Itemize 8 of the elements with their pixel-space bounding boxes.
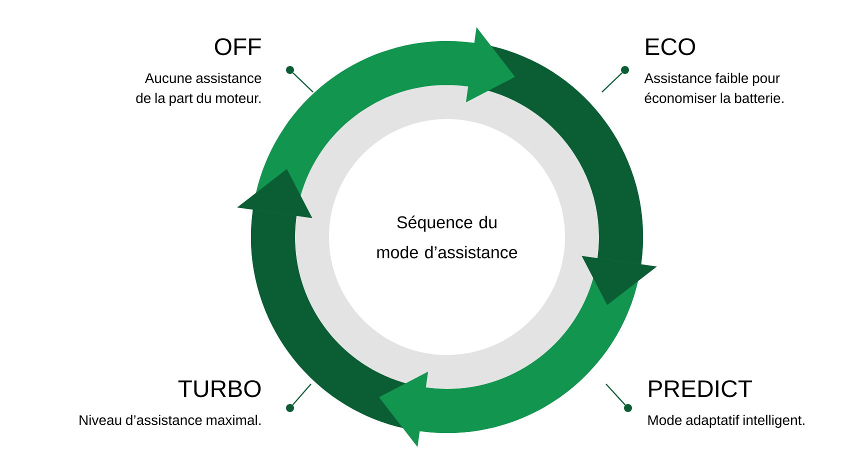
mode-label: ECO Assistance faible pour économiser la batterie. [644,38,784,104]
leader-line [606,384,626,406]
mode-label: TURBO Niveau d’assistance maximal. [80,380,261,426]
leader-line [292,72,314,92]
leader-line [602,72,622,92]
mode-label: OFF Aucune assistance de la part du moteur. [136,38,262,106]
mode-label: PREDICT Mode adaptatif intelligent. [648,380,804,428]
leader-line [292,384,312,406]
